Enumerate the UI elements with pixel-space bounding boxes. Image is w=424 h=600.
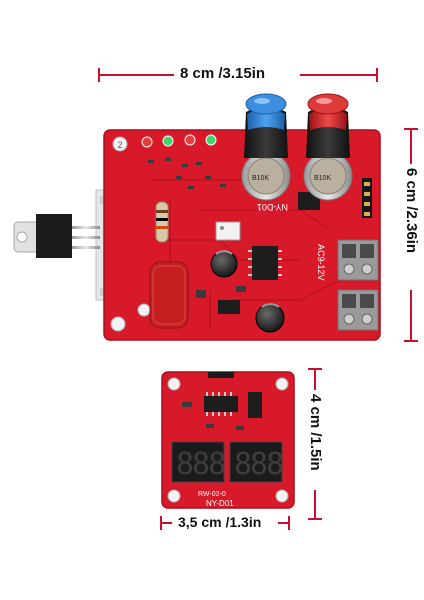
top-dim-line-left [98, 74, 174, 76]
small-dim-line-top [314, 368, 316, 390]
svg-text:888: 888 [234, 447, 283, 482]
bottom-dim-line-right [278, 522, 290, 524]
main-width-label: 8 cm /3.15in [180, 65, 266, 82]
small-dim-line-bottom [314, 490, 316, 520]
potentiometer-left: B10K [241, 151, 291, 201]
top-dim-line-right [300, 74, 378, 76]
screw-terminal-bottom [337, 289, 379, 331]
pot-right-label: B10K [314, 175, 331, 182]
potentiometer-right: B10K [303, 151, 353, 201]
pot-left-label: B10K [252, 175, 269, 182]
svg-text:2: 2 [117, 140, 122, 150]
right-dim-line-bottom [410, 290, 412, 342]
top-dim-right-tick [376, 68, 378, 82]
main-pcb-board: 2 [13, 93, 381, 341]
knob-blue[interactable] [244, 93, 288, 158]
small-dim-bottom-tick [308, 518, 322, 520]
seven-segment-display-left: 888 [171, 441, 227, 483]
knob-red[interactable] [306, 93, 350, 158]
bottom-dim-right-tick [288, 516, 290, 530]
right-dim-line-top [410, 128, 412, 164]
seven-segment-display-right: 888 [229, 441, 285, 483]
screw-terminal-top [337, 239, 379, 281]
display-pcb-board: 888 888 RW-02-0 NY-D01 [161, 371, 295, 509]
small-width-label: 3,5 cm /1.3in [178, 514, 262, 530]
small-model-marking: NY-D01 [206, 499, 234, 508]
small-code-marking: RW-02-0 [198, 491, 226, 498]
right-dim-bottom-tick [404, 340, 418, 342]
svg-text:888: 888 [176, 447, 225, 482]
triac-transistor [13, 214, 100, 258]
main-voltage-marking: AC9-12V [316, 244, 326, 281]
bottom-dim-line-left [160, 522, 172, 524]
main-model-marking: NY-D01 [257, 202, 288, 212]
